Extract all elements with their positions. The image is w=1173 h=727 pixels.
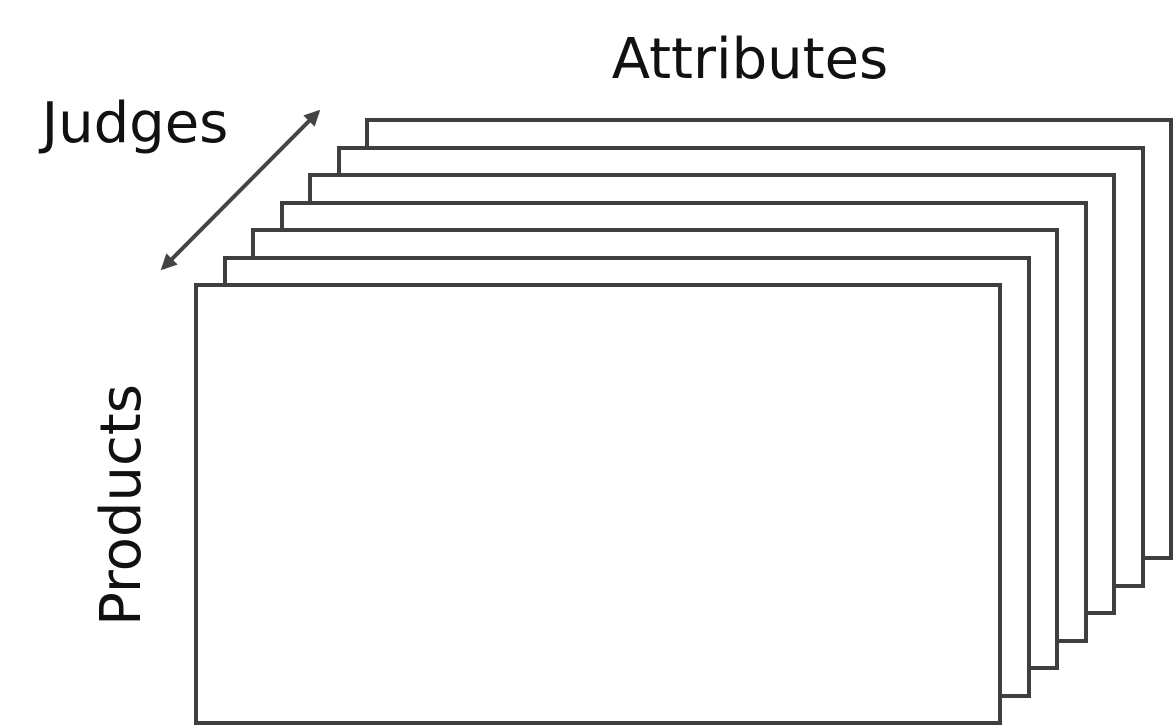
judges-axis-label: Judges <box>39 91 229 156</box>
sheet-front-1 <box>194 283 1002 725</box>
products-axis-label: Products <box>89 384 154 626</box>
judges-depth-double-arrow <box>160 109 321 271</box>
stacked-matrix-sheets <box>194 118 1173 725</box>
attributes-axis-label: Attributes <box>612 27 888 92</box>
